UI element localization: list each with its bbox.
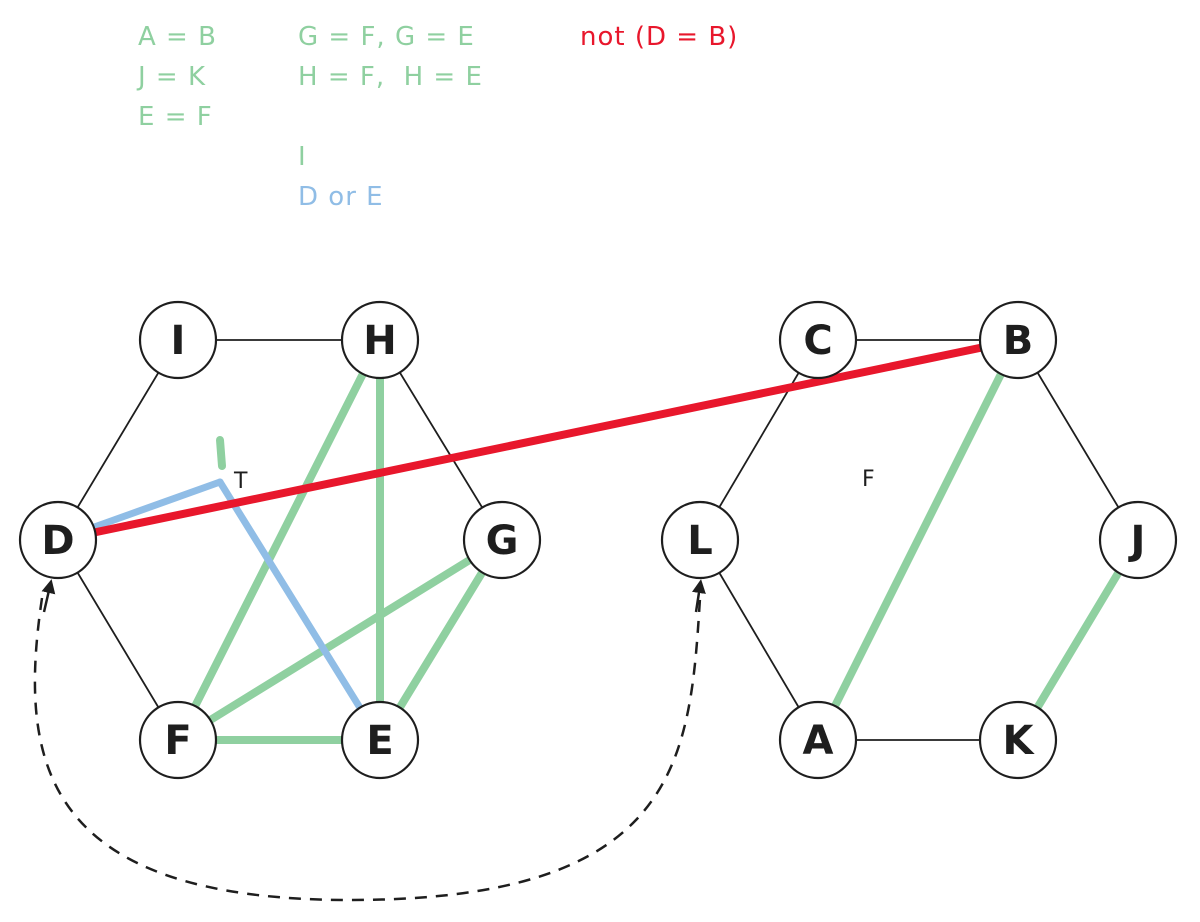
node-label: I (171, 318, 186, 364)
node-label: F (164, 718, 191, 764)
edge-green-b-a (814, 336, 1022, 744)
node-label: G (486, 518, 519, 564)
node-e[interactable]: E (340, 700, 420, 780)
constraint-i: I (298, 142, 307, 172)
node-circle (778, 700, 858, 780)
node-a[interactable]: A (778, 700, 858, 780)
constraint-h: H = F, H = E (298, 62, 483, 92)
arrow-to-d (41, 579, 56, 613)
edge-green-h-f (174, 336, 384, 744)
node-i[interactable]: I (138, 300, 218, 380)
edge-red-d-b (54, 336, 1022, 544)
node-k[interactable]: K (978, 700, 1058, 780)
node-circle (978, 700, 1058, 780)
node-j[interactable]: J (1098, 500, 1178, 580)
node-label: D (41, 518, 74, 564)
t-label: T (233, 469, 248, 494)
node-g[interactable]: G (462, 500, 542, 580)
node-circle (18, 500, 98, 580)
f-label: F (862, 467, 875, 492)
node-label: C (803, 318, 832, 364)
node-b[interactable]: B (978, 300, 1058, 380)
constraint-j-k: J = K (138, 62, 207, 92)
red-edges (54, 336, 1022, 544)
node-c[interactable]: C (778, 300, 858, 380)
node-label: J (1128, 518, 1146, 564)
node-d[interactable]: D (18, 500, 98, 580)
edge-green-g-f (174, 536, 506, 744)
node-f[interactable]: F (138, 700, 218, 780)
node-circle (138, 700, 218, 780)
constraint-e-f: E = F (138, 102, 213, 132)
edge-i-t-green (216, 436, 226, 470)
node-label: H (363, 318, 396, 364)
node-circle (978, 300, 1058, 380)
constraint-not-d-b: not (D = B) (580, 22, 739, 52)
node-label: K (1003, 718, 1036, 764)
node-circle (340, 300, 420, 380)
constraint-a-b: A = B (138, 22, 217, 52)
node-circle (778, 300, 858, 380)
node-circle (660, 500, 740, 580)
node-l[interactable]: L (660, 500, 740, 580)
node-circle (1098, 500, 1178, 580)
green-edges (174, 336, 1142, 744)
node-label: E (366, 718, 393, 764)
node-circle (138, 300, 218, 380)
constraint-d-or-e: D or E (298, 182, 384, 212)
node-label: B (1003, 318, 1034, 364)
constraint-g: G = F, G = E (298, 22, 475, 52)
node-circle (340, 700, 420, 780)
edge-blue-t-e (216, 478, 384, 744)
node-label: A (803, 718, 834, 764)
dashed-swap-curve (33, 597, 702, 902)
node-h[interactable]: H (340, 300, 420, 380)
black-edges (57, 339, 1139, 741)
arrow-to-l (692, 579, 706, 613)
node-label: L (687, 518, 713, 564)
node-circle (462, 500, 542, 580)
nodes: I H G E F D C B J K A L (18, 300, 1178, 780)
